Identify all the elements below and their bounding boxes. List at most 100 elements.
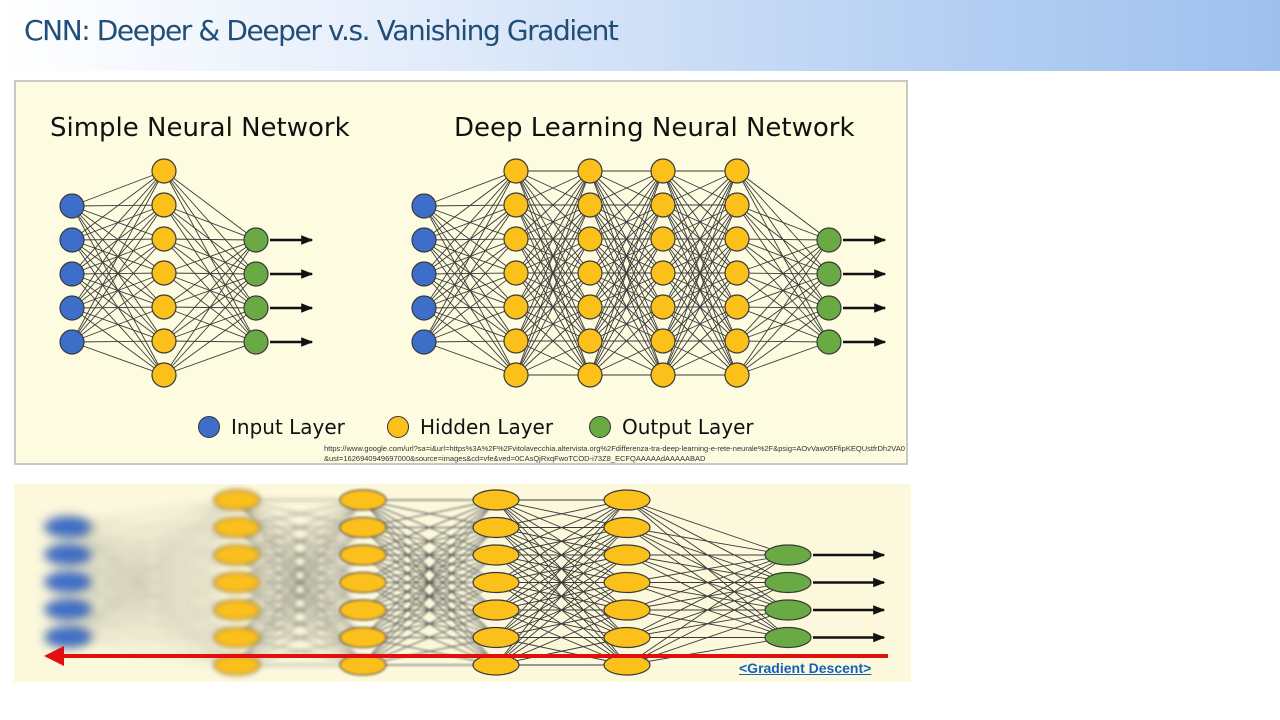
hidden-node: [577, 192, 603, 218]
hidden-node: [724, 328, 750, 354]
legend-input: Input Layer: [198, 412, 345, 442]
hidden-node: [724, 294, 750, 320]
hidden-layer-nodes: [472, 489, 520, 676]
input-node: [59, 193, 85, 219]
legend-hidden-label: Hidden Layer: [420, 415, 554, 439]
hidden-node: [503, 192, 529, 218]
legend-output-label: Output Layer: [622, 415, 754, 439]
hidden-node: [213, 516, 261, 539]
input-node: [59, 295, 85, 321]
hidden-node: [472, 544, 520, 566]
edges-4: [736, 170, 830, 376]
simple-network-title: Simple Neural Network: [50, 113, 350, 143]
hidden-layer-nodes: [339, 489, 387, 676]
input-node: [44, 598, 92, 621]
edges-1: [515, 170, 591, 376]
hidden-node: [650, 158, 676, 184]
input-node: [44, 571, 92, 593]
hidden-node: [603, 571, 651, 594]
output-node: [243, 261, 269, 287]
input-node: [44, 626, 92, 648]
hidden-node: [650, 192, 676, 218]
output-arrows: [270, 235, 314, 347]
edges-0: [423, 170, 517, 376]
hidden-layer-nodes: [724, 158, 750, 388]
input-node: [411, 329, 437, 355]
hidden-node: [577, 158, 603, 184]
output-node: [764, 571, 812, 594]
hidden-node: [603, 626, 651, 649]
hidden-node: [151, 226, 177, 252]
hidden-node: [503, 294, 529, 320]
input-layer-nodes: [411, 193, 437, 355]
output-node: [243, 295, 269, 321]
output-layer-nodes: [243, 227, 269, 355]
hidden-layer-nodes: [603, 489, 651, 676]
edges-2: [362, 499, 497, 666]
deep-network-graph: [411, 158, 887, 388]
hidden-node: [151, 192, 177, 218]
hidden-node: [650, 226, 676, 252]
simple-network-graph: [59, 158, 314, 388]
hidden-node: [603, 516, 651, 539]
input-node: [411, 193, 437, 219]
gradient-descent-arrow: [44, 646, 888, 666]
hidden-node: [339, 571, 387, 594]
output-layer-swatch: [589, 416, 611, 438]
hidden-node: [577, 362, 603, 388]
hidden-node: [151, 328, 177, 354]
image-source-url: https://www.google.com/url?sa=i&url=http…: [324, 444, 905, 463]
input-node: [59, 227, 85, 253]
output-node: [816, 227, 842, 253]
gradient-arrow-head: [44, 646, 64, 666]
hidden-layer-swatch: [387, 416, 409, 438]
vanishing-network-graph: [44, 489, 886, 676]
hidden-node: [650, 294, 676, 320]
hidden-node: [577, 328, 603, 354]
hidden-node: [503, 260, 529, 286]
hidden-node: [724, 158, 750, 184]
hidden-node: [472, 571, 520, 594]
edges-0: [67, 499, 238, 666]
hidden-node: [603, 489, 651, 511]
input-node: [59, 329, 85, 355]
output-node: [816, 261, 842, 287]
hidden-node: [577, 226, 603, 252]
hidden-layer-nodes: [650, 158, 676, 388]
hidden-node: [603, 544, 651, 566]
hidden-node: [724, 260, 750, 286]
slide-title: CNN: Deeper & Deeper v.s. Vanishing Grad…: [24, 14, 619, 47]
hidden-node: [339, 626, 387, 649]
hidden-node: [339, 599, 387, 621]
hidden-layer-nodes: [151, 158, 177, 388]
hidden-node: [472, 599, 520, 621]
output-arrows: [843, 235, 887, 347]
output-layer-nodes: [764, 544, 812, 649]
hidden-node: [472, 489, 520, 511]
hidden-node: [650, 328, 676, 354]
gradient-descent-link[interactable]: <Gradient Descent>: [739, 660, 872, 676]
input-node: [411, 227, 437, 253]
hidden-node: [151, 260, 177, 286]
hidden-node: [577, 260, 603, 286]
output-arrows: [813, 550, 886, 643]
output-node: [243, 329, 269, 355]
hidden-node: [213, 599, 261, 621]
hidden-node: [213, 544, 261, 566]
hidden-node: [577, 294, 603, 320]
hidden-node: [503, 226, 529, 252]
edges-4: [626, 499, 789, 666]
input-node: [44, 516, 92, 538]
hidden-node: [151, 362, 177, 388]
hidden-layer-nodes: [577, 158, 603, 388]
hidden-node: [151, 158, 177, 184]
hidden-node: [503, 362, 529, 388]
input-layer-nodes: [44, 516, 92, 648]
edges-2: [589, 170, 664, 376]
input-layer-nodes: [59, 193, 85, 355]
hidden-layer-nodes: [213, 489, 261, 676]
legend-input-label: Input Layer: [231, 415, 345, 439]
hidden-node: [724, 362, 750, 388]
hidden-node: [213, 489, 261, 511]
legend-hidden: Hidden Layer: [387, 412, 553, 442]
